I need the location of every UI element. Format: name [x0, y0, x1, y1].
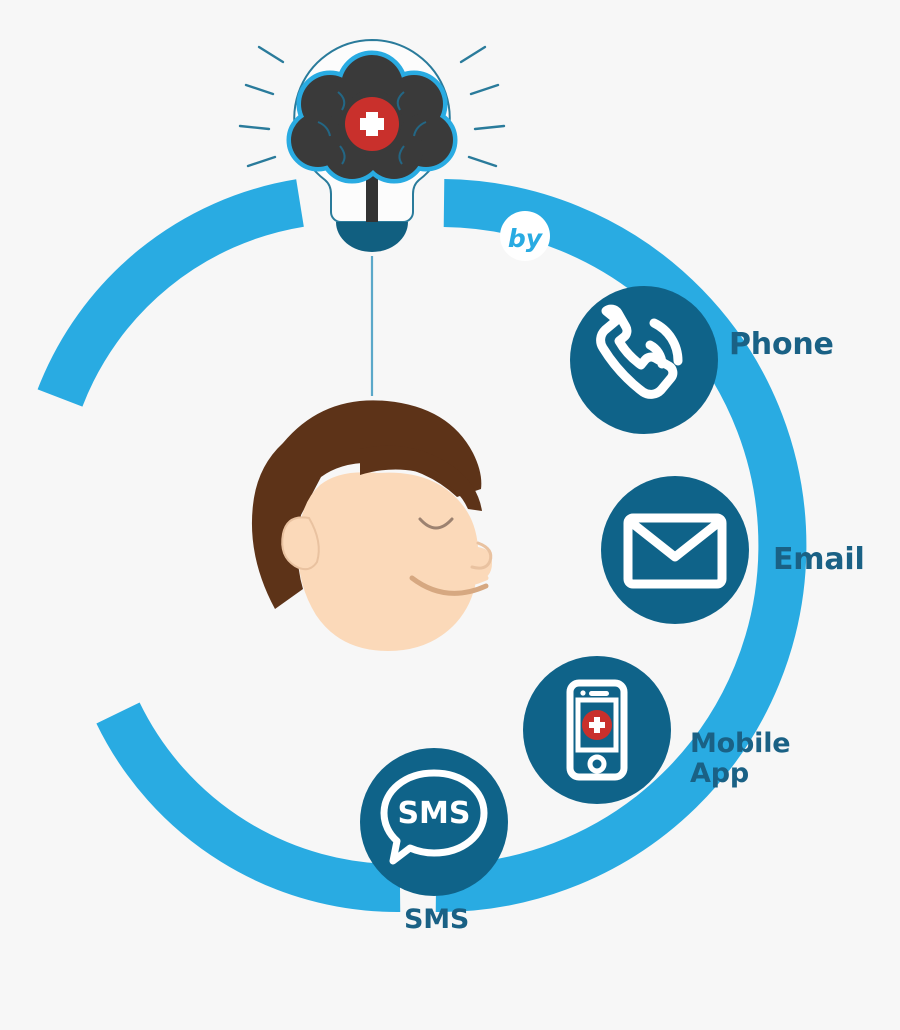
mouth [409, 575, 489, 596]
bulb-base [336, 222, 408, 252]
channel-node-sms[interactable]: SMS [360, 748, 508, 896]
medical-plus-icon-small [582, 710, 612, 740]
channel-label-email: Email [773, 542, 865, 577]
channel-node-phone[interactable] [570, 286, 718, 434]
channel-label-phone: Phone [729, 327, 834, 362]
nose [470, 541, 493, 570]
sms-speech-bubble-icon: SMS [380, 769, 488, 865]
ear [281, 516, 320, 571]
envelope-icon [623, 513, 727, 589]
thinking-person-head [251, 400, 493, 651]
smartphone-icon [566, 679, 628, 781]
lightbulb-icon [238, 38, 506, 252]
by-badge: by [500, 211, 550, 261]
bulb-rays-right [459, 45, 506, 168]
face [297, 472, 492, 651]
channel-label-mobile-app-line1: Mobile [690, 728, 791, 759]
channel-node-email[interactable] [601, 476, 749, 624]
channel-node-mobile-app[interactable] [523, 656, 671, 804]
by-badge-text: by [508, 224, 544, 253]
medical-plus-icon [345, 97, 399, 151]
connection-ring [37, 179, 807, 913]
sms-icon-text: SMS [397, 796, 470, 831]
hair-front [360, 445, 482, 511]
phone-call-icon [596, 304, 683, 399]
closed-eye [418, 517, 454, 530]
channel-label-mobile-app-line2: App [690, 758, 749, 790]
channel-label-sms: SMS [404, 904, 470, 935]
mouth-highlight [415, 569, 489, 588]
bulb-rays-left [238, 45, 285, 168]
